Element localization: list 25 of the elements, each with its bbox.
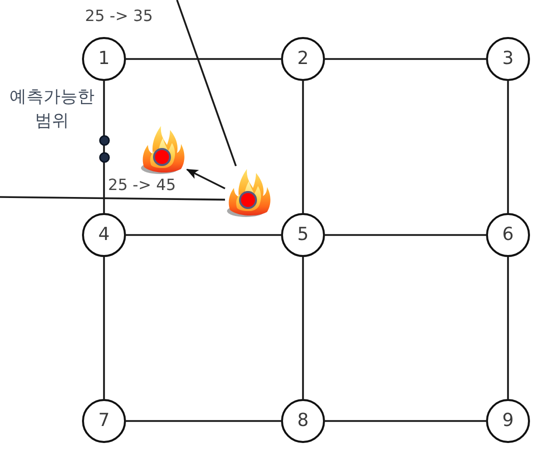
connector-line xyxy=(126,420,281,422)
connector-line xyxy=(126,234,281,236)
connector-line xyxy=(302,81,304,213)
connector-line xyxy=(507,81,509,213)
node-circle: 8 xyxy=(281,399,325,443)
connector-line xyxy=(302,257,304,399)
node-circle: 1 xyxy=(82,37,126,81)
node-circle: 5 xyxy=(281,213,325,257)
connector-line xyxy=(103,257,105,399)
arrow xyxy=(186,168,226,190)
node-circle: 9 xyxy=(486,399,530,443)
connector-line xyxy=(325,234,486,236)
annotation-label: 예측가능한 범위 xyxy=(8,86,96,132)
node-circle: 4 xyxy=(82,213,126,257)
connector-line xyxy=(176,0,237,166)
connector-line xyxy=(325,58,486,60)
connector-line xyxy=(507,257,509,399)
connector-line xyxy=(103,81,105,213)
connector-line xyxy=(126,58,281,60)
connector-line xyxy=(325,420,486,422)
node-circle: 2 xyxy=(281,37,325,81)
node-circle: 6 xyxy=(486,213,530,257)
connector-line xyxy=(0,196,226,201)
node-circle: 7 xyxy=(82,399,126,443)
node-circle: 3 xyxy=(486,37,530,81)
